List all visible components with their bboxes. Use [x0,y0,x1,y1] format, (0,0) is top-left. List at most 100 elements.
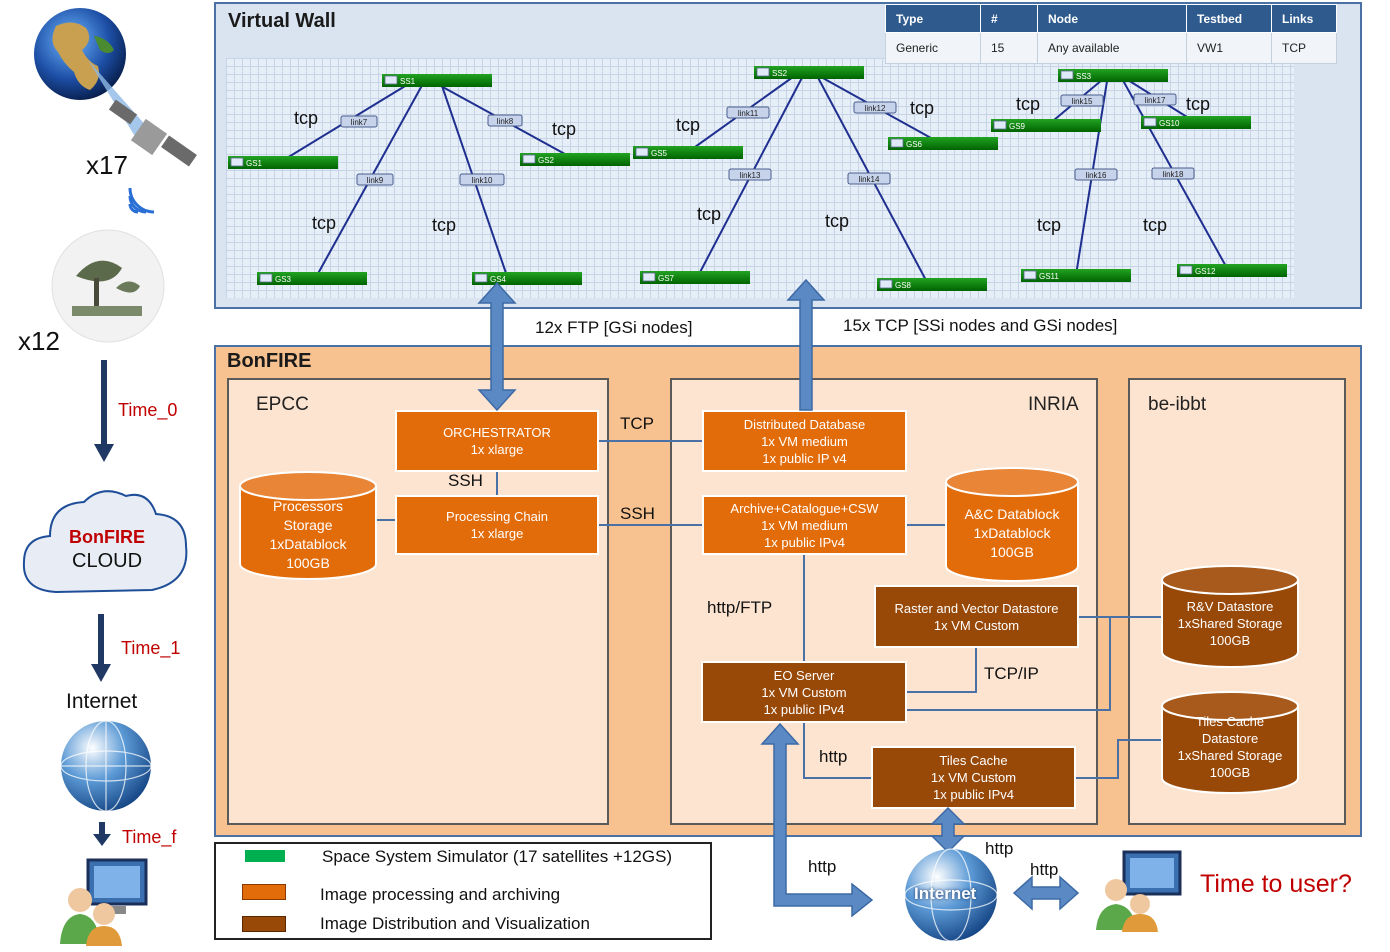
node-label: GS12 [1195,267,1216,276]
satellite-icon [108,99,197,167]
legend-label-simulator: Space System Simulator (17 satellites +1… [322,847,673,866]
inria-title: INRIA [1028,394,1079,415]
node-label: SS3 [1076,72,1092,81]
ssh-label-vertical: SSH [448,471,483,490]
rv-datastore-text: R&V Datastore 1xShared Storage 100GB [1162,598,1298,649]
cyl-line: 100GB [1209,765,1251,780]
node-gs10 [1141,116,1251,129]
arrow-down-timef [93,822,111,846]
tcp-label: tcp [432,215,456,235]
ftp-double-arrow [477,281,517,412]
link-badge [726,106,770,119]
link-label: link12 [865,104,886,113]
cyl-line: R&V Datastore [1186,599,1274,614]
node-gs12 [1177,264,1287,277]
node-label: GS8 [895,281,912,290]
node-gs7 [640,271,750,284]
node-label: GS5 [651,149,668,158]
eo-server-box: EO Server 1x VM Custom 1x public IPv4 [701,661,907,723]
processors-storage-cylinder [239,471,377,580]
cyl-line: 1xDatablock [269,536,347,552]
internet-globe-icon-bottom [904,848,998,942]
globe-satellite-graphic [34,8,197,167]
continent-shape [52,22,99,91]
processing-chain-box: Processing Chain 1x xlarge [395,495,599,555]
tcp-label: tcp [312,213,336,233]
archive-box: Archive+Catalogue+CSW 1x VM medium 1x pu… [702,495,907,555]
ac-datablock-cylinder [945,467,1079,582]
link-label: link7 [351,118,368,127]
link-label: link13 [740,171,761,180]
tiles-cache-vm: 1x VM Custom [930,770,1017,785]
cyl-line: 1xShared Storage [1177,748,1283,763]
legend-label-processing: Image processing and archiving [320,885,561,904]
archive-name: Archive+Catalogue+CSW [730,500,879,516]
tiles-datastore-cylinder [1161,691,1299,794]
distributed-db-name: Distributed Database [743,416,866,432]
user-computer-icon-left [60,858,148,946]
arrow-down-time0 [94,360,114,462]
continent-shape [94,36,114,53]
node-table: Type # Node Testbed Links Generic 15 Any… [885,4,1337,64]
wifi-icon [128,187,155,214]
beibbt-title: be-ibbt [1148,394,1207,415]
node-gs1 [228,156,338,169]
tcp-label: tcp [552,119,576,139]
satellite-count: x17 [86,150,128,180]
link-label: link15 [1072,97,1093,106]
orchestrator-size: 1x xlarge [470,442,524,457]
http-ftp-label: http/FTP [707,598,773,617]
legend-swatch-processing [242,884,286,900]
http-label-eo: http [808,857,837,876]
node-label: GS3 [275,275,292,284]
table-cell-testbed: VW1 [1186,32,1272,64]
raster-vector-name: Raster and Vector Datastore [894,600,1059,616]
topology-nodes: SS1 SS2 SS3 GS1 GS2 GS3 GS4 GS5 GS6 GS7 … [228,66,1287,291]
link-badge [340,115,378,128]
bonfire-title: BonFIRE [227,350,312,372]
node-gs3 [257,272,367,285]
virtual-wall-title: Virtual Wall [228,10,336,32]
ground-station-graphic [51,229,165,343]
node-gs11 [1021,269,1131,282]
legend-swatch-simulator [245,850,285,862]
node-gs2 [520,153,630,166]
cyl-line: 1xShared Storage [1177,616,1283,631]
archive-vm: 1x VM medium [761,517,848,533]
link-label: link11 [738,109,759,118]
ground-station-count: x12 [18,326,60,356]
node-gs6 [888,137,998,150]
link-badge [1133,93,1177,106]
processors-storage-text: Processors Storage 1xDatablock 100GB [240,497,376,573]
node-label: GS9 [1009,122,1026,131]
node-ss3 [1058,69,1168,82]
tcp-label: tcp [1186,94,1210,114]
eo-server-ip: 1x public IPv4 [763,701,845,717]
rv-datastore-cylinder [1161,565,1299,668]
internet-globe-icon [60,720,152,812]
cloud-brand: BonFIRE [69,527,145,547]
tcp-connection-label: 15x TCP [SSi nodes and GSi nodes] [843,316,1118,335]
satellite-dish-icon [72,260,142,316]
eo-internet-arrow [760,722,874,918]
link-label: link9 [367,176,384,185]
user-computer-icon-right [1096,850,1182,932]
table-header-testbed: Testbed [1186,4,1272,33]
tcp-label: tcp [1143,215,1167,235]
raster-vector-box: Raster and Vector Datastore 1x VM Custom [874,585,1079,648]
http-label-tiles: http [985,839,1014,858]
distributed-db-box: Distributed Database 1x VM medium 1x pub… [702,410,907,472]
distributed-db-vm: 1x VM medium [761,433,848,449]
tcp-label: tcp [1016,94,1040,114]
tcp-up-arrow [786,278,826,411]
tcp-labels: tcp tcp tcp tcp tcp tcp tcp tcp tcp tcp … [294,94,1210,235]
tcp-label: tcp [910,98,934,118]
link-badge [1060,94,1104,107]
link-label: link17 [1145,96,1166,105]
table-cell-type: Generic [885,32,981,64]
cyl-line: Datastore [1201,731,1259,746]
http-label-user: http [1030,860,1059,879]
cyl-line: A&C Datablock [964,506,1060,522]
